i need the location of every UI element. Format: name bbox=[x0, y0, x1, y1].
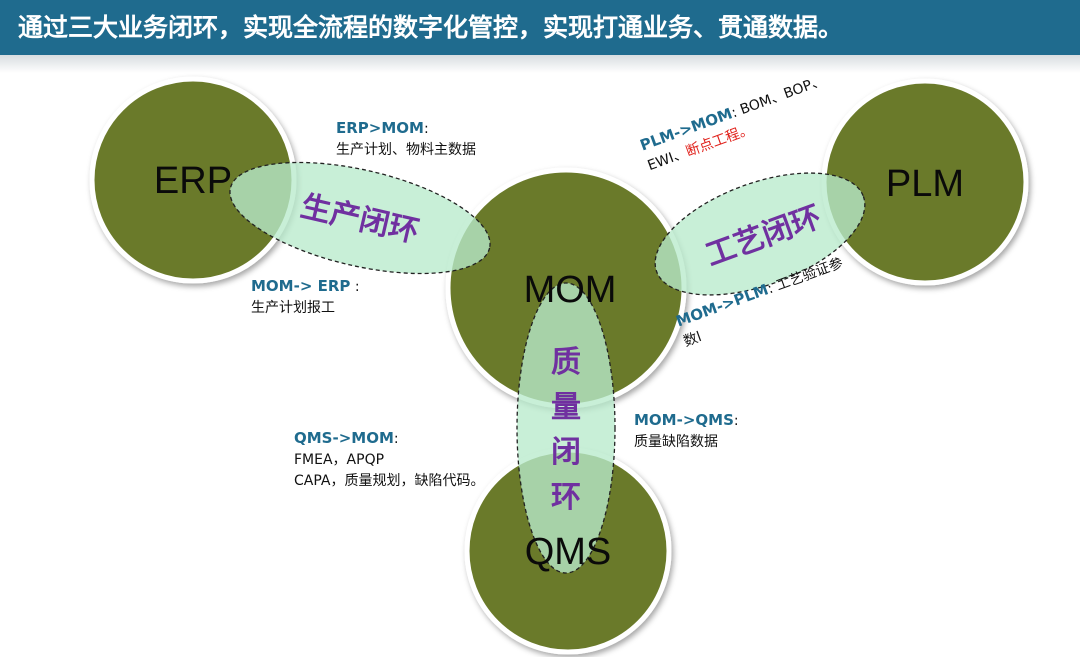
qms-to-mom-heading: QMS->MOM bbox=[294, 429, 394, 447]
qms-to-mom-sep: : bbox=[393, 431, 399, 447]
plm-node-label: PLM bbox=[886, 163, 964, 205]
mom-to-qms-line-1: 质量缺陷数据 bbox=[634, 434, 718, 450]
quality-loop-char-4: 环 bbox=[551, 480, 581, 515]
quality-loop-char-3: 闭 bbox=[551, 435, 581, 470]
production-loop-ellipse bbox=[229, 161, 491, 275]
quality-loop-char-1: 质 bbox=[551, 345, 581, 380]
quality-loop-char-2: 量 bbox=[551, 390, 581, 425]
qms-to-mom-line-2: CAPA，质量规划，缺陷代码。 bbox=[294, 473, 485, 489]
erp-to-mom-annotation: ERP>MOM: 生产计划、物料主数据 bbox=[336, 118, 476, 161]
erp-to-mom-sep: : bbox=[423, 121, 429, 137]
page-title: 通过三大业务闭环，实现全流程的数字化管控，实现打通业务、贯通数据。 bbox=[18, 13, 844, 42]
mom-to-erp-annotation: MOM-> ERP : 生产计划报工 bbox=[251, 276, 360, 319]
mom-to-erp-heading: MOM-> ERP bbox=[251, 277, 351, 295]
mom-node-label: MOM bbox=[524, 269, 617, 311]
header-shadow-stripe bbox=[0, 55, 1080, 73]
qms-to-mom-annotation: QMS->MOM: FMEA，APQP CAPA，质量规划，缺陷代码。 bbox=[294, 428, 484, 492]
erp-to-mom-line-1: 生产计划、物料主数据 bbox=[336, 142, 476, 158]
mom-to-erp-line-1: 生产计划报工 bbox=[251, 300, 335, 316]
mom-to-erp-sep: : bbox=[350, 279, 360, 295]
mom-to-qms-sep: : bbox=[733, 413, 739, 429]
process-loop-ellipse bbox=[654, 172, 866, 296]
erp-to-mom-heading: ERP>MOM bbox=[336, 119, 424, 137]
qms-node-label: QMS bbox=[525, 531, 612, 573]
erp-node-label: ERP bbox=[154, 160, 232, 202]
qms-to-mom-line-1: FMEA，APQP bbox=[294, 452, 385, 468]
mom-to-qms-annotation: MOM->QMS: 质量缺陷数据 bbox=[634, 410, 739, 453]
mom-to-qms-heading: MOM->QMS bbox=[634, 411, 734, 429]
header-bar: 通过三大业务闭环，实现全流程的数字化管控，实现打通业务、贯通数据。 bbox=[0, 0, 1080, 55]
quality-loop-ellipse bbox=[516, 282, 616, 574]
